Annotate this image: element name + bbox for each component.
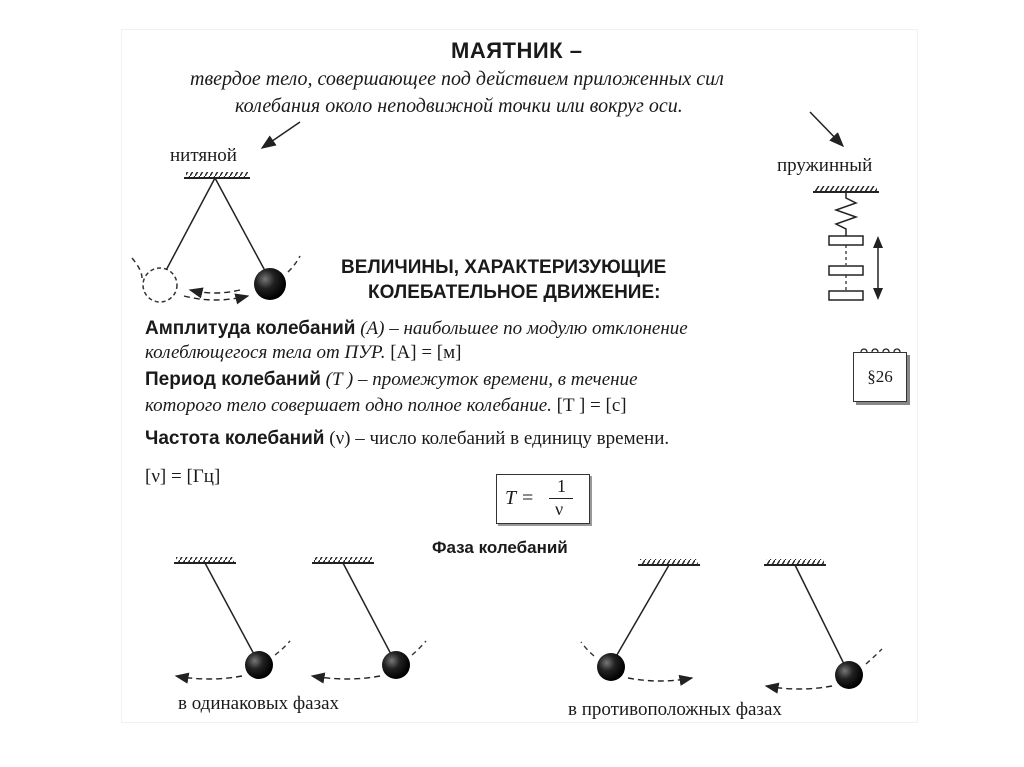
period-line-2: которого тело совершает одно полное коле… [145, 395, 627, 417]
quantities-heading-1: ВЕЛИЧИНЫ, ХАРАКТЕРИЗУЮЩИЕ [341, 257, 666, 279]
thread-pendulum-label: нитяной [170, 145, 237, 167]
frequency-term: Частота колебаний [145, 428, 325, 449]
period-desc-2: которого тело совершает одно полное коле… [145, 395, 552, 416]
page-title: МАЯТНИК – [451, 38, 582, 64]
frequency-line: Частота колебаний (ν) – число колебаний … [145, 428, 669, 450]
quantities-heading-2: КОЛЕБАТЕЛЬНОЕ ДВИЖЕНИЕ: [368, 282, 660, 304]
amplitude-line-1: Амплитуда колебаний (A) – наибольшее по … [145, 318, 688, 340]
section-badge: §26 [853, 352, 907, 402]
opposite-phase-label: в противоположных фазах [568, 699, 782, 721]
period-line-1: Период колебаний (T ) – промежуток време… [145, 369, 638, 391]
formula-numerator: 1 [557, 476, 566, 497]
spring-pendulum-label: пружинный [777, 155, 872, 177]
definition-line-1: твердое тело, совершающее под действием … [190, 68, 724, 91]
amplitude-unit: [A] = [м] [385, 342, 461, 363]
amplitude-term: Амплитуда колебаний [145, 318, 355, 339]
amplitude-symbol: (A) [360, 318, 384, 339]
period-symbol: (T ) [326, 369, 354, 390]
period-unit: [T ] = [с] [552, 395, 627, 416]
formula-denominator: ν [555, 499, 563, 520]
period-formula: T = 1 ν [496, 474, 590, 524]
phase-heading: Фаза колебаний [432, 538, 568, 558]
period-desc-1: – промежуток времени, в течение [353, 369, 637, 390]
formula-lhs: T = [505, 487, 534, 510]
amplitude-desc-2: колеблющегося тела от ПУР. [145, 342, 385, 363]
frequency-desc: (ν) – число колебаний в единицу времени. [325, 428, 670, 449]
amplitude-desc-1: – наибольшее по модулю отклонение [384, 318, 687, 339]
definition-line-2: колебания около неподвижной точки или во… [235, 95, 683, 118]
frequency-unit: [ν] = [Гц] [145, 466, 220, 488]
period-term: Период колебаний [145, 369, 321, 390]
amplitude-line-2: колеблющегося тела от ПУР. [A] = [м] [145, 342, 461, 364]
same-phase-label: в одинаковых фазах [178, 693, 339, 715]
